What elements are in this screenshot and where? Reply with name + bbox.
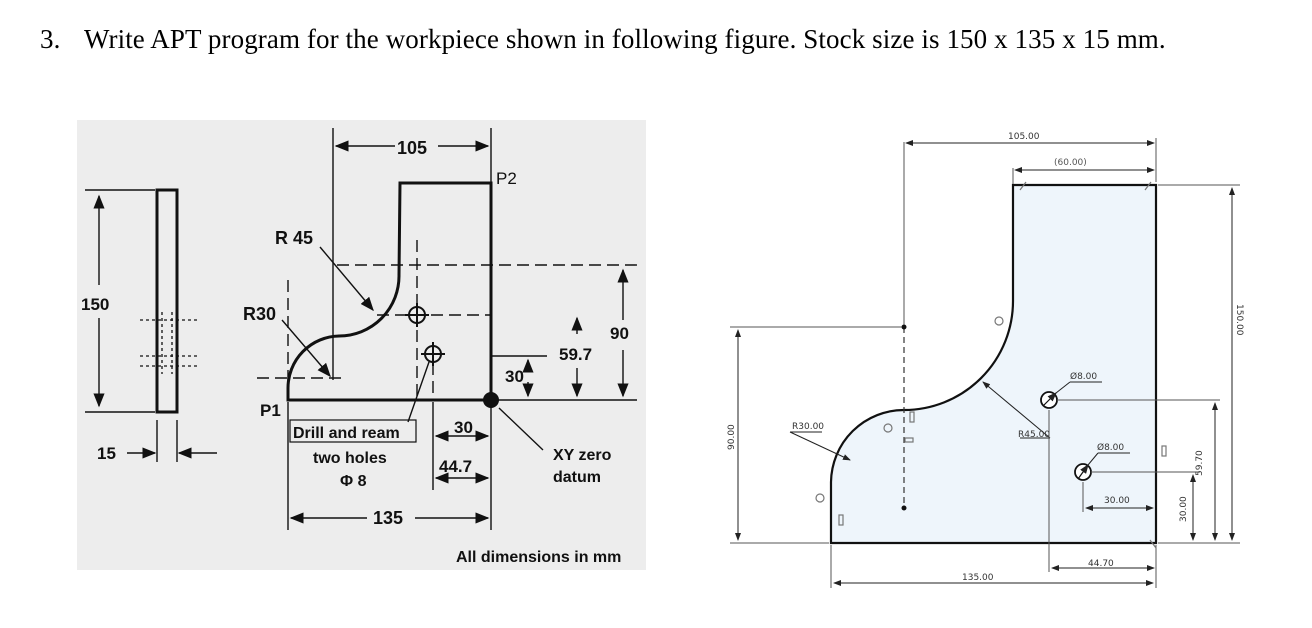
- constraint-glyphs: [815, 181, 1167, 549]
- cad-dim-r30: R30.00: [792, 422, 824, 432]
- dim-30-vertical-label: 30: [505, 367, 524, 386]
- drill-note-line1: Drill and ream: [293, 425, 400, 442]
- question-body: Write APT program for the workpiece show…: [84, 24, 1166, 54]
- extension-lines: [287, 128, 637, 530]
- dim-105-label: 105: [397, 138, 427, 158]
- question-text: 3. Write APT program for the workpiece sh…: [40, 24, 1166, 55]
- cad-dim-30-horizontal: 30.00: [1104, 496, 1130, 506]
- dim-150-lines: [85, 189, 155, 413]
- dim-44-7-label: 44.7: [439, 457, 472, 476]
- cad-dim-d8-lower: Ø8.00: [1097, 442, 1124, 453]
- dim-90-label: 90: [610, 324, 629, 343]
- cad-dim-30-vertical: 30.00: [1179, 496, 1189, 522]
- label-r45: R 45: [275, 228, 313, 248]
- textbook-figure: 150 15: [77, 120, 646, 570]
- drill-note-line3: Φ 8: [340, 473, 367, 490]
- cad-dim-59-7: 59.70: [1195, 450, 1205, 476]
- cad-workpiece: [829, 183, 1158, 545]
- cad-hole-upper: [1040, 381, 1102, 409]
- dim-59-7-label: 59.7: [559, 345, 592, 364]
- datum-label: datum: [553, 469, 601, 486]
- cad-dim-90: 90.00: [727, 424, 737, 450]
- cad-dim-150: 150.00: [1234, 304, 1244, 336]
- label-r30: R30: [243, 304, 276, 324]
- drill-note-line2: two holes: [313, 450, 387, 467]
- cad-drawing: 105.00 (60.00) 150.00 90.00 R30.00 R45.0…: [727, 132, 1244, 588]
- cad-dim-135: 135.00: [962, 573, 994, 583]
- cad-dim-44-7: 44.70: [1088, 559, 1114, 569]
- side-view-hidden-lines: [140, 312, 199, 374]
- dim-15-lines: [127, 420, 217, 462]
- label-p1: P1: [260, 401, 281, 420]
- label-p2: P2: [496, 169, 517, 188]
- question-number: 3.: [40, 24, 61, 54]
- dim-30-horizontal-label: 30: [454, 418, 473, 437]
- dim-15-label: 15: [97, 444, 116, 463]
- cad-dim-105: 105.00: [1008, 132, 1040, 142]
- xy-datum-marker: [483, 392, 499, 408]
- hole-upper: [405, 303, 429, 327]
- dim-150-label: 150: [81, 295, 109, 314]
- textbook-drawing: 150 15: [77, 120, 646, 570]
- cad-dim-r45: R45.00: [1018, 430, 1050, 440]
- xy-zero-label: XY zero: [553, 447, 612, 464]
- cad-dim-d8-upper: Ø8.00: [1070, 371, 1097, 382]
- hole-lower: [421, 342, 445, 366]
- cad-dim-60: (60.00): [1054, 158, 1087, 168]
- side-view-bar: [155, 188, 179, 414]
- cad-figure: 105.00 (60.00) 150.00 90.00 R30.00 R45.0…: [690, 120, 1290, 590]
- dim-135-label: 135: [373, 508, 403, 528]
- footer-note: All dimensions in mm: [456, 549, 621, 566]
